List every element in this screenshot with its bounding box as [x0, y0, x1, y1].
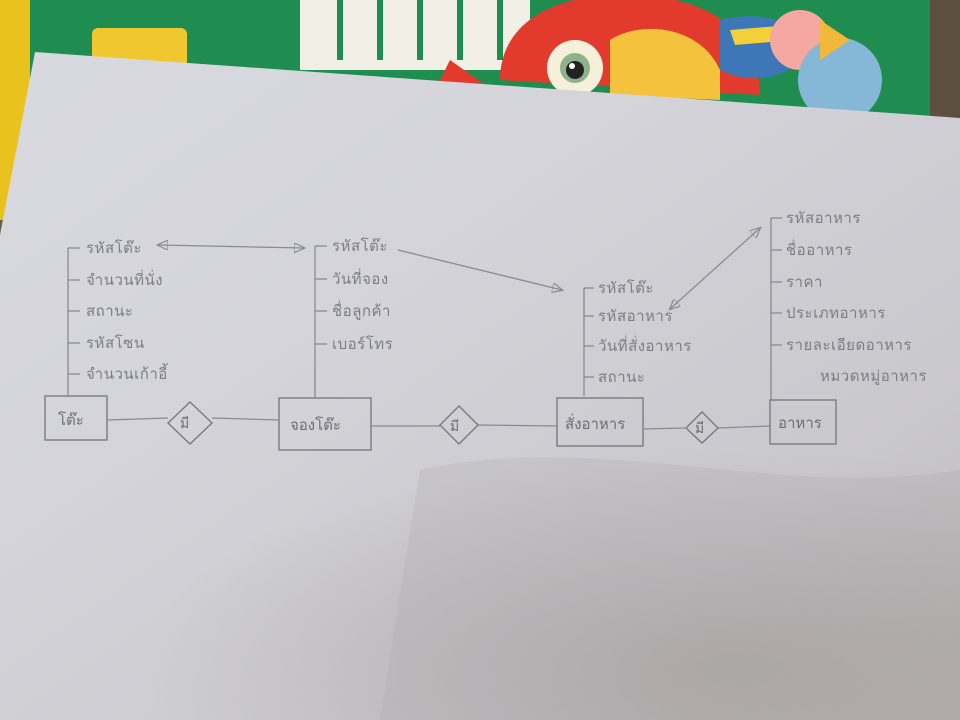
attribute-label: วันที่จอง: [332, 268, 389, 288]
entity-order: รหัสโต๊ะ รหัสอาหาร วันที่สั่งอาหาร สถานะ…: [556, 279, 692, 447]
entity-label: จองโต๊ะ: [290, 416, 341, 434]
attribute-label: ชื่อลูกค้า: [332, 300, 391, 320]
attribute-ticks: [68, 247, 80, 375]
attribute-ticks: [315, 245, 327, 345]
attribute-label: รหัสอาหาร: [598, 307, 673, 325]
relationship-diamond: [684, 411, 720, 444]
attribute-label: สถานะ: [86, 302, 133, 320]
attribute-label: รหัสโต๊ะ: [598, 279, 654, 297]
entity-food: รหัสอาหาร ชื่ออาหาร ราคา ประเภทอาหาร ราย…: [769, 209, 927, 445]
relationship-order-food: มี: [642, 411, 771, 444]
entity-label: โต๊ะ: [58, 411, 84, 429]
entity-box: [44, 395, 108, 441]
attribute-label: รหัสอาหาร: [786, 209, 861, 227]
relationship-label: มี: [180, 416, 189, 432]
attribute-label: รายละเอียดอาหาร: [786, 336, 912, 354]
link-arrow: [670, 228, 760, 309]
relationship-reserve-order: มี: [371, 405, 558, 445]
attribute-label: ชื่ออาหาร: [786, 239, 853, 259]
entity-box: [278, 397, 372, 451]
link-arrow: [158, 245, 304, 248]
attribute-label: หมวดหมู่อาหาร: [820, 367, 927, 385]
entity-box: [556, 397, 644, 447]
attribute-label: รหัสโซน: [86, 334, 145, 352]
attribute-label: รหัสโต๊ะ: [332, 237, 388, 255]
attribute-label: จำนวนที่นั่ง: [86, 269, 163, 289]
attribute-label: สถานะ: [598, 368, 645, 386]
attribute-ticks: [771, 217, 782, 346]
relationship-diamond: [166, 401, 214, 445]
link-arrow: [397, 249, 562, 290]
attribute-label: ประเภทอาหาร: [786, 304, 886, 322]
relationship-table-reserve: มี: [106, 401, 280, 445]
relationship-diamond: [439, 405, 479, 445]
relationship-label: มี: [450, 419, 459, 435]
attribute-label: เบอร์โทร: [332, 335, 393, 353]
attribute-label: วันที่สั่งอาหาร: [598, 335, 692, 355]
relationship-label: มี: [695, 421, 704, 437]
entity-table: รหัสโต๊ะ จำนวนที่นั่ง สถานะ รหัสโซน จำนว…: [44, 239, 168, 441]
attribute-label: ราคา: [786, 273, 823, 291]
entity-label: อาหาร: [778, 414, 822, 432]
attribute-ticks: [584, 287, 594, 378]
entity-box: [769, 399, 837, 445]
entity-reserve: รหัสโต๊ะ วันที่จอง ชื่อลูกค้า เบอร์โทร จ…: [278, 237, 393, 451]
attribute-label: รหัสโต๊ะ: [86, 239, 142, 257]
attribute-label: จำนวนเก้าอี้: [86, 363, 168, 383]
entity-label: สั่งอาหาร: [565, 413, 625, 433]
